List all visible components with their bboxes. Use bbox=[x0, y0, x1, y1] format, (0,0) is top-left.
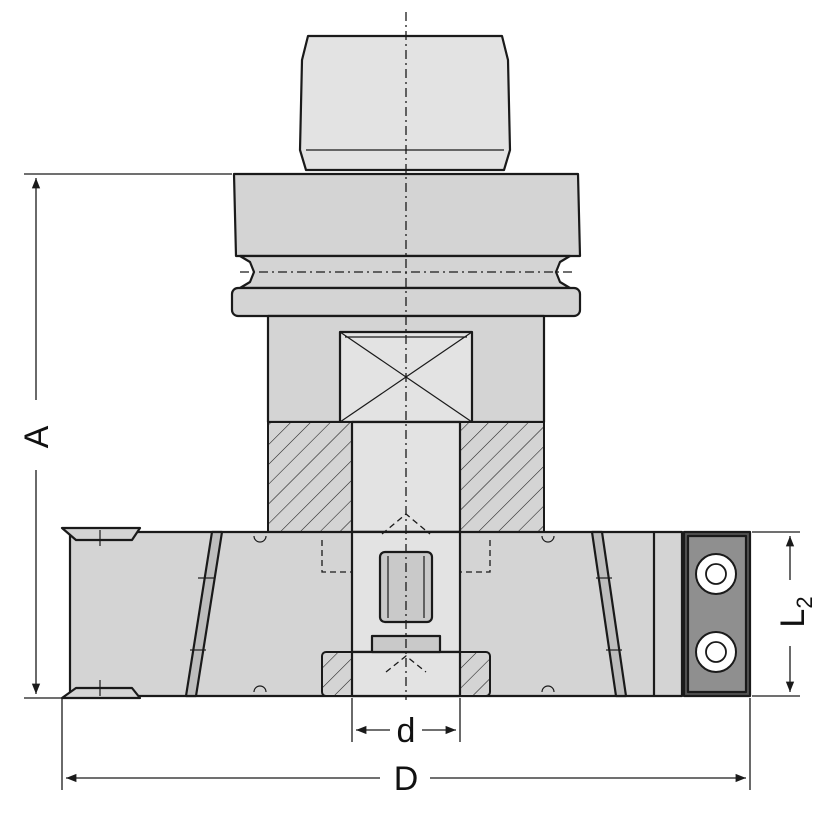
cutter-head bbox=[60, 513, 752, 700]
dimension-a-label: A bbox=[18, 425, 56, 448]
dimension-l2: L2 bbox=[752, 531, 817, 697]
dimension-a: A bbox=[18, 173, 232, 699]
taper-shank bbox=[298, 34, 512, 172]
dimension-l2-label: L2 bbox=[774, 596, 817, 627]
dimension-d: D bbox=[61, 698, 751, 798]
dimension-bore-label: d bbox=[397, 712, 416, 750]
dimension-l2-subscript: 2 bbox=[792, 596, 817, 608]
dimension-d-label: D bbox=[394, 760, 419, 798]
dimension-bore: d bbox=[351, 698, 461, 750]
dimension-l2-letter: L bbox=[774, 609, 812, 628]
hub-section bbox=[267, 420, 545, 534]
